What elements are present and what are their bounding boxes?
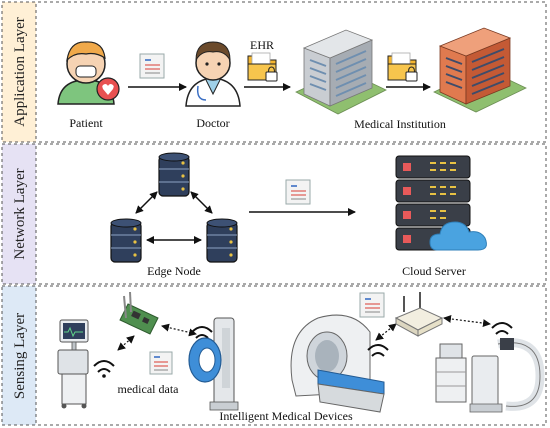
- document-icon: [139, 53, 165, 79]
- ring-scanner-device-icon: [188, 317, 239, 411]
- sensing-layer-band: [1, 285, 37, 426]
- network-document-icon: [285, 179, 311, 205]
- edge-node-label: Edge Node: [147, 264, 201, 278]
- wireless-router-icon: [394, 292, 444, 337]
- medical-data-label: medical data: [118, 382, 180, 396]
- hospital-building-orange: [433, 27, 527, 113]
- application-layer-label: Application Layer: [12, 17, 28, 127]
- edge-link-top-right: [190, 191, 213, 214]
- ct-scanner-device-icon: [290, 314, 385, 413]
- cloud-server-label: Cloud Server: [402, 264, 466, 278]
- edge-node-left-icon: [110, 218, 142, 263]
- link-ct-router: [375, 323, 397, 341]
- ehr-label: EHR: [250, 38, 274, 52]
- edge-node-top-icon: [158, 152, 190, 197]
- medical-institution-label: Medical Institution: [354, 117, 446, 131]
- edge-link-top-left: [135, 191, 158, 214]
- patient-icon: [57, 41, 120, 105]
- patient-label: Patient: [69, 116, 103, 130]
- ehr-folder-icon-2: [387, 52, 418, 82]
- wifi-icon-monitor: [93, 360, 115, 378]
- wifi-icon-carm: [491, 322, 513, 335]
- network-card-icon: [119, 291, 159, 335]
- application-layer-band: [1, 1, 37, 143]
- network-layer: Network Layer: [1, 143, 547, 285]
- wifi-icon-ct: [367, 344, 389, 357]
- edge-node-right-icon: [206, 218, 238, 263]
- intelligent-devices-label: Intelligent Medical Devices: [219, 409, 353, 423]
- medical-data-document-icon: [149, 351, 173, 375]
- doctor-icon: [185, 41, 241, 107]
- sensing-document-icon: [359, 292, 385, 318]
- link-monitor-card: [117, 335, 135, 351]
- network-layer-band: [1, 143, 37, 285]
- link-card-scanner: [161, 323, 197, 337]
- ehr-folder-icon: [247, 52, 278, 82]
- link-router-carm: [443, 314, 491, 328]
- hospital-building-grey: [295, 29, 387, 115]
- monitor-cabinet-device-icon: [435, 343, 467, 403]
- patient-monitor-device-icon: [57, 319, 89, 409]
- c-arm-device-icon: [469, 338, 545, 413]
- cloud-server-icon: [395, 155, 487, 251]
- doctor-label: Doctor: [196, 116, 229, 130]
- sensing-layer-label: Sensing Layer: [12, 313, 28, 399]
- application-layer: Application Layer: [1, 1, 547, 143]
- wifi-icon-scanner: [191, 326, 213, 339]
- network-layer-label: Network Layer: [12, 168, 28, 259]
- sensing-layer: Sensing Layer: [1, 285, 547, 426]
